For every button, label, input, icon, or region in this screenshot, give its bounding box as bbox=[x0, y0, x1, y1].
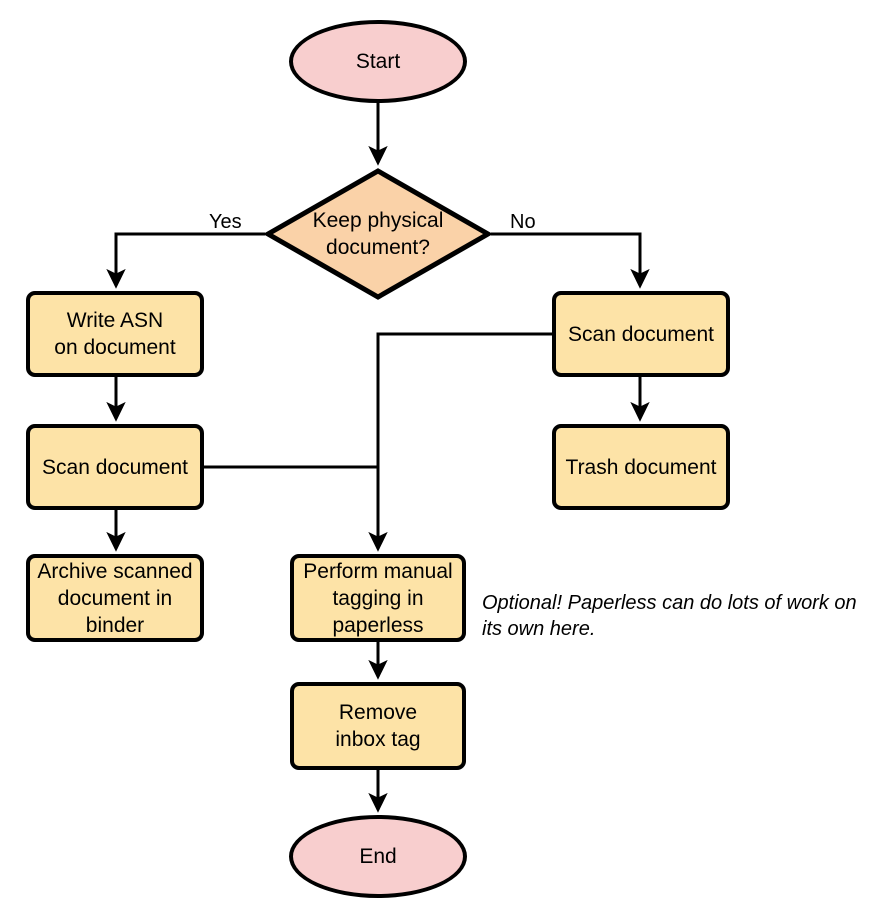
node-decision-label: Keep physical document? bbox=[313, 207, 444, 261]
node-write-asn-on-document[interactable]: Write ASN on document bbox=[26, 291, 204, 377]
node-start[interactable]: Start bbox=[289, 20, 467, 103]
node-archive-scanned-document[interactable]: Archive scanned document in binder bbox=[26, 554, 204, 642]
node-remove-inbox-label: Remove inbox tag bbox=[335, 699, 420, 753]
node-perform-manual-tagging[interactable]: Perform manual tagging in paperless bbox=[290, 554, 466, 642]
node-decision-label-line2: document? bbox=[326, 236, 430, 259]
node-write-asn-label-line2: on document bbox=[54, 336, 176, 359]
node-archive-label-line1: Archive scanned bbox=[37, 559, 193, 583]
annotation-line1: Optional! Paperless can do lots of work … bbox=[482, 592, 857, 614]
annotation-line2: its own here. bbox=[482, 618, 596, 640]
node-keep-physical-document-decision[interactable]: Keep physical document? bbox=[265, 168, 491, 300]
node-archive-label: Archive scanned document in binder bbox=[37, 558, 192, 639]
node-write-asn-label: Write ASN on document bbox=[54, 307, 175, 361]
edge-decision-no-to-scan-right bbox=[491, 232, 650, 289]
node-archive-label-line2: document in bbox=[57, 586, 173, 610]
node-tagging-label-line2: tagging in bbox=[332, 586, 424, 610]
node-trash-document[interactable]: Trash document bbox=[552, 424, 730, 510]
node-write-asn-label-line1: Write ASN bbox=[66, 309, 164, 332]
node-remove-inbox-tag[interactable]: Remove inbox tag bbox=[290, 682, 466, 770]
node-end[interactable]: End bbox=[289, 815, 467, 898]
diamond-shape bbox=[265, 168, 491, 300]
node-archive-label-line3: binder bbox=[85, 613, 145, 637]
node-remove-inbox-label-line1: Remove bbox=[338, 701, 418, 724]
annotation-optional-paperless: Optional! Paperless can do lots of work … bbox=[482, 590, 882, 642]
node-tagging-label: Perform manual tagging in paperless bbox=[303, 558, 452, 639]
node-trash-document-label: Trash document bbox=[565, 455, 717, 479]
node-tagging-label-line1: Perform manual bbox=[303, 559, 453, 583]
edge-scan-right-to-tagging bbox=[368, 332, 552, 552]
edge-decision-yes-to-write-asn bbox=[106, 232, 265, 289]
node-scan-document-left[interactable]: Scan document bbox=[26, 424, 204, 510]
node-decision-label-line1: Keep physical bbox=[312, 209, 444, 232]
node-scan-document-right[interactable]: Scan document bbox=[552, 291, 730, 377]
edge-label-no: No bbox=[510, 211, 536, 233]
node-end-label: End bbox=[359, 845, 397, 868]
node-start-label: Start bbox=[355, 50, 401, 73]
edge-label-yes: Yes bbox=[209, 211, 242, 233]
node-scan-document-right-label: Scan document bbox=[568, 322, 714, 346]
node-remove-inbox-label-line2: inbox tag bbox=[335, 728, 421, 751]
node-scan-document-left-label: Scan document bbox=[42, 455, 188, 479]
node-tagging-label-line3: paperless bbox=[332, 613, 424, 637]
